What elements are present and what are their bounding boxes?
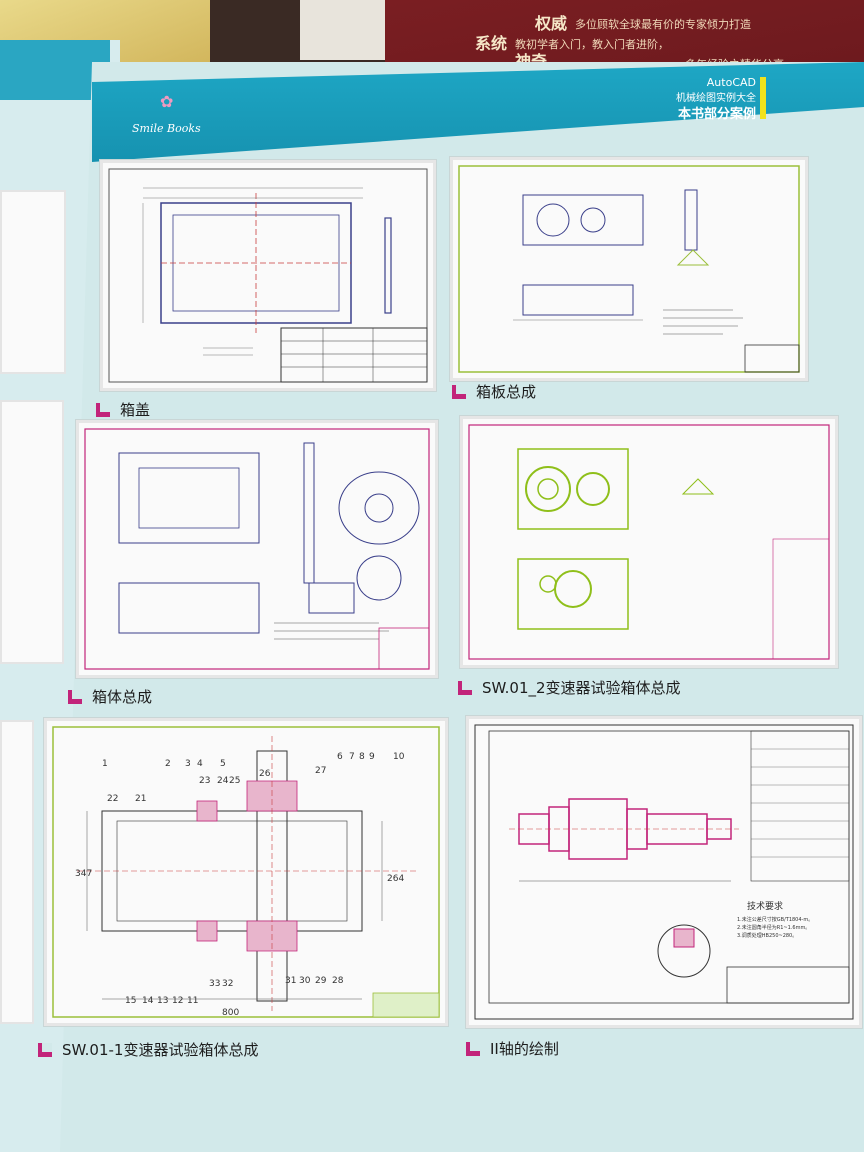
callout-11: 11 (187, 996, 198, 1006)
caption-text: 箱盖 (120, 401, 151, 419)
callout-29: 29 (315, 976, 327, 986)
callout-12: 12 (172, 996, 183, 1006)
sw012-drawing (468, 424, 830, 660)
caption-shaft-ii: II轴的绘制 (466, 1038, 559, 1059)
caption-marker-icon (96, 402, 110, 417)
callout-3: 3 (185, 759, 191, 769)
dim-264: 264 (387, 874, 404, 884)
callout-5: 5 (220, 759, 226, 769)
left-page-drawing-2 (0, 400, 64, 664)
caption-marker-icon (38, 1042, 52, 1057)
drawing-panel-box-cover (100, 160, 436, 391)
red-book-head-2: 系统 (475, 34, 508, 53)
left-page-drawing-1 (0, 190, 66, 374)
sw011-drawing: 1 2 3 4 5 6 7 8 9 10 21 22 23 24 25 26 2… (52, 726, 440, 1018)
header-line-1: AutoCAD (706, 76, 756, 89)
callout-15: 15 (125, 996, 136, 1006)
red-book-line-1: 多位顾软全球最有价的专家倾力打造 (575, 18, 751, 31)
callout-13: 13 (157, 996, 168, 1006)
drawing-panel-sw012 (460, 416, 838, 668)
drawing-panel-box-plate-assembly (450, 157, 808, 381)
caption-text: 箱板总成 (476, 383, 537, 401)
callout-10: 10 (393, 752, 405, 762)
callout-23: 23 (199, 776, 210, 786)
header-accent-bar (760, 77, 766, 119)
dim-800: 800 (222, 1008, 239, 1018)
caption-text: 箱体总成 (92, 688, 153, 706)
shaft-ii-drawing: 技术要求 1.未注公差尺寸按GB/T1804-m。 2.未注圆角半径为R1~1.… (474, 724, 854, 1020)
background-book-white (300, 0, 390, 60)
box-plate-drawing (458, 165, 800, 373)
caption-sw012: SW.01_2变速器试验箱体总成 (458, 677, 681, 698)
callout-1: 1 (102, 759, 108, 769)
caption-text: II轴的绘制 (490, 1040, 559, 1058)
callout-8: 8 (359, 752, 365, 762)
red-book-head-1: 权威 (535, 14, 568, 33)
tech-req-line-2: 2.未注圆角半径为R1~1.6mm。 (737, 924, 810, 931)
red-book-line-2: 教初学者入门，教入门者进阶， (515, 38, 669, 51)
callout-7: 7 (349, 752, 355, 762)
callout-21: 21 (135, 794, 146, 804)
header-line-3: 本书部分案例 (677, 107, 756, 122)
dim-347: 347 (75, 869, 92, 879)
callout-30: 30 (299, 976, 311, 986)
callout-9: 9 (369, 752, 375, 762)
callout-27: 27 (315, 766, 326, 776)
callout-33: 33 (209, 979, 220, 989)
callout-26: 26 (259, 769, 271, 779)
caption-box-body-assembly: 箱体总成 (68, 686, 152, 707)
caption-marker-icon (452, 384, 466, 399)
callout-22: 22 (107, 794, 118, 804)
drawing-panel-sw011: 1 2 3 4 5 6 7 8 9 10 21 22 23 24 25 26 2… (44, 718, 448, 1026)
caption-marker-icon (68, 689, 82, 704)
caption-box-plate-assembly: 箱板总成 (452, 381, 536, 402)
caption-box-cover: 箱盖 (96, 399, 150, 420)
left-page-drawing-3 (0, 720, 34, 1024)
callout-25: 25 (229, 776, 240, 786)
flower-logo-icon: ✿ (160, 92, 174, 111)
caption-text: SW.01_2变速器试验箱体总成 (482, 679, 681, 697)
logo-text: Smile Books (132, 122, 201, 135)
caption-marker-icon (466, 1041, 480, 1056)
box-cover-drawing (108, 168, 428, 383)
header-line-2: 机械绘图实例大全 (676, 93, 756, 104)
callout-4: 4 (197, 759, 203, 769)
callout-14: 14 (142, 996, 154, 1006)
callout-24: 24 (217, 776, 229, 786)
callout-28: 28 (332, 976, 344, 986)
caption-text: SW.01-1变速器试验箱体总成 (62, 1041, 259, 1059)
callout-2: 2 (165, 759, 171, 769)
box-body-drawing (84, 428, 430, 670)
tech-req-line-1: 1.未注公差尺寸按GB/T1804-m。 (737, 916, 813, 923)
caption-marker-icon (458, 680, 472, 695)
drawing-panel-shaft-ii: 技术要求 1.未注公差尺寸按GB/T1804-m。 2.未注圆角半径为R1~1.… (466, 716, 862, 1028)
callout-6: 6 (337, 752, 343, 762)
caption-sw011: SW.01-1变速器试验箱体总成 (38, 1039, 258, 1060)
tech-req-line-3: 3.调质处理HB250~280。 (737, 932, 797, 939)
drawing-panel-box-body-assembly (76, 420, 438, 678)
callout-31: 31 (285, 976, 296, 986)
callout-32: 32 (222, 979, 233, 989)
tech-req-title: 技术要求 (747, 900, 783, 912)
